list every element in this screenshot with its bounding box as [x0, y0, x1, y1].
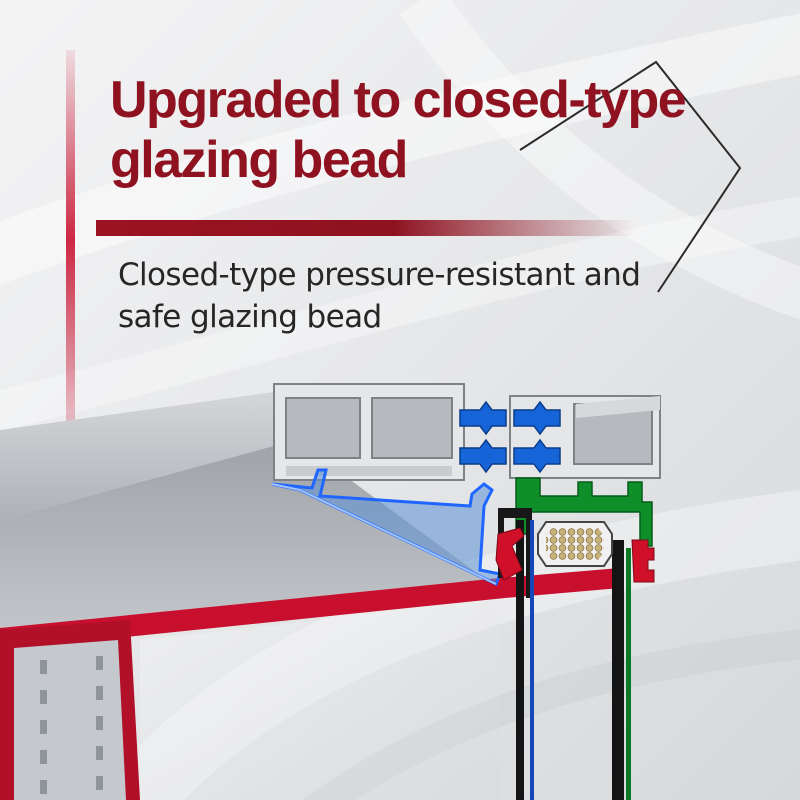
red-vertical-accent — [66, 50, 75, 430]
frame-top-face — [0, 392, 296, 520]
chevron-line-icon — [519, 60, 742, 293]
subheadline: Closed-type pressure-resistant and safe … — [118, 254, 738, 338]
red-underline-bar — [96, 220, 636, 236]
post-holes — [40, 656, 103, 794]
black-glass-holder — [498, 508, 532, 598]
red-seal-left — [495, 527, 525, 581]
green-glass-edge — [626, 548, 631, 800]
frame-inner-post — [14, 640, 126, 800]
headline-line-2: glazing bead — [110, 131, 408, 189]
subheadline-line-2: safe glazing bead — [118, 299, 382, 335]
glazing-bead-highlight — [271, 468, 503, 587]
headline: Upgraded to closed-type glazing bead — [110, 70, 710, 190]
blue-thermal-strips — [459, 400, 561, 474]
headline-line-1: Upgraded to closed-type — [110, 71, 687, 129]
glass-pane — [140, 600, 500, 800]
red-frame-front — [0, 568, 620, 650]
dark-glass-edge — [516, 520, 524, 800]
frame-lower-face — [0, 440, 500, 640]
blue-glass-edge — [530, 520, 534, 800]
dark-glass-edge-2 — [612, 540, 624, 800]
red-seal-right — [631, 539, 655, 583]
subheadline-line-1: Closed-type pressure-resistant and — [118, 257, 641, 293]
desiccant-spacer — [537, 521, 613, 567]
